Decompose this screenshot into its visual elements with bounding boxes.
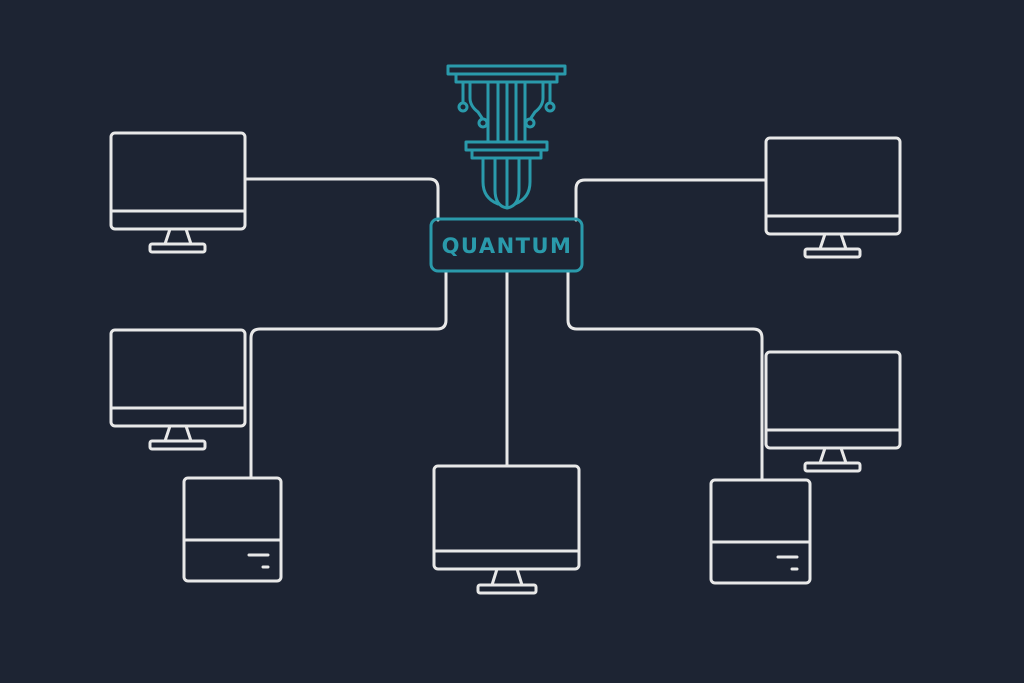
link-top-right — [574, 178, 768, 222]
link-top-left — [243, 177, 440, 222]
monitor-stand — [818, 232, 848, 251]
server-bottom-left — [182, 476, 283, 583]
server-case — [182, 476, 283, 583]
quantum-hub-box — [429, 217, 584, 273]
monitor-bottom-center — [432, 464, 581, 595]
monitor-stand — [490, 567, 524, 587]
monitor-top-left — [109, 131, 247, 254]
monitor-screen — [432, 464, 581, 571]
server-bottom-right — [709, 478, 812, 585]
quantum-label: QUANTUM — [442, 234, 573, 258]
monitor-base — [148, 439, 207, 451]
monitor-screen — [109, 328, 247, 428]
quantum-computer-icon — [446, 64, 567, 210]
monitor-stand — [818, 446, 848, 465]
monitor-screen — [764, 350, 902, 450]
quantum-hub: QUANTUM — [429, 217, 584, 273]
connection-lines — [243, 177, 768, 482]
monitor-base — [148, 242, 207, 254]
monitor-screen — [764, 136, 902, 236]
monitor-base — [803, 461, 862, 473]
monitor-base — [476, 583, 538, 595]
link-bottom-right — [566, 270, 764, 482]
server-case — [709, 478, 812, 585]
monitor-screen — [109, 131, 247, 231]
monitor-stand — [163, 227, 193, 246]
link-middle-left — [249, 270, 448, 480]
monitor-middle-right — [764, 350, 902, 473]
monitor-middle-left — [109, 328, 247, 451]
monitor-stand — [163, 424, 193, 443]
monitor-base — [803, 247, 862, 259]
monitor-top-right — [764, 136, 902, 259]
